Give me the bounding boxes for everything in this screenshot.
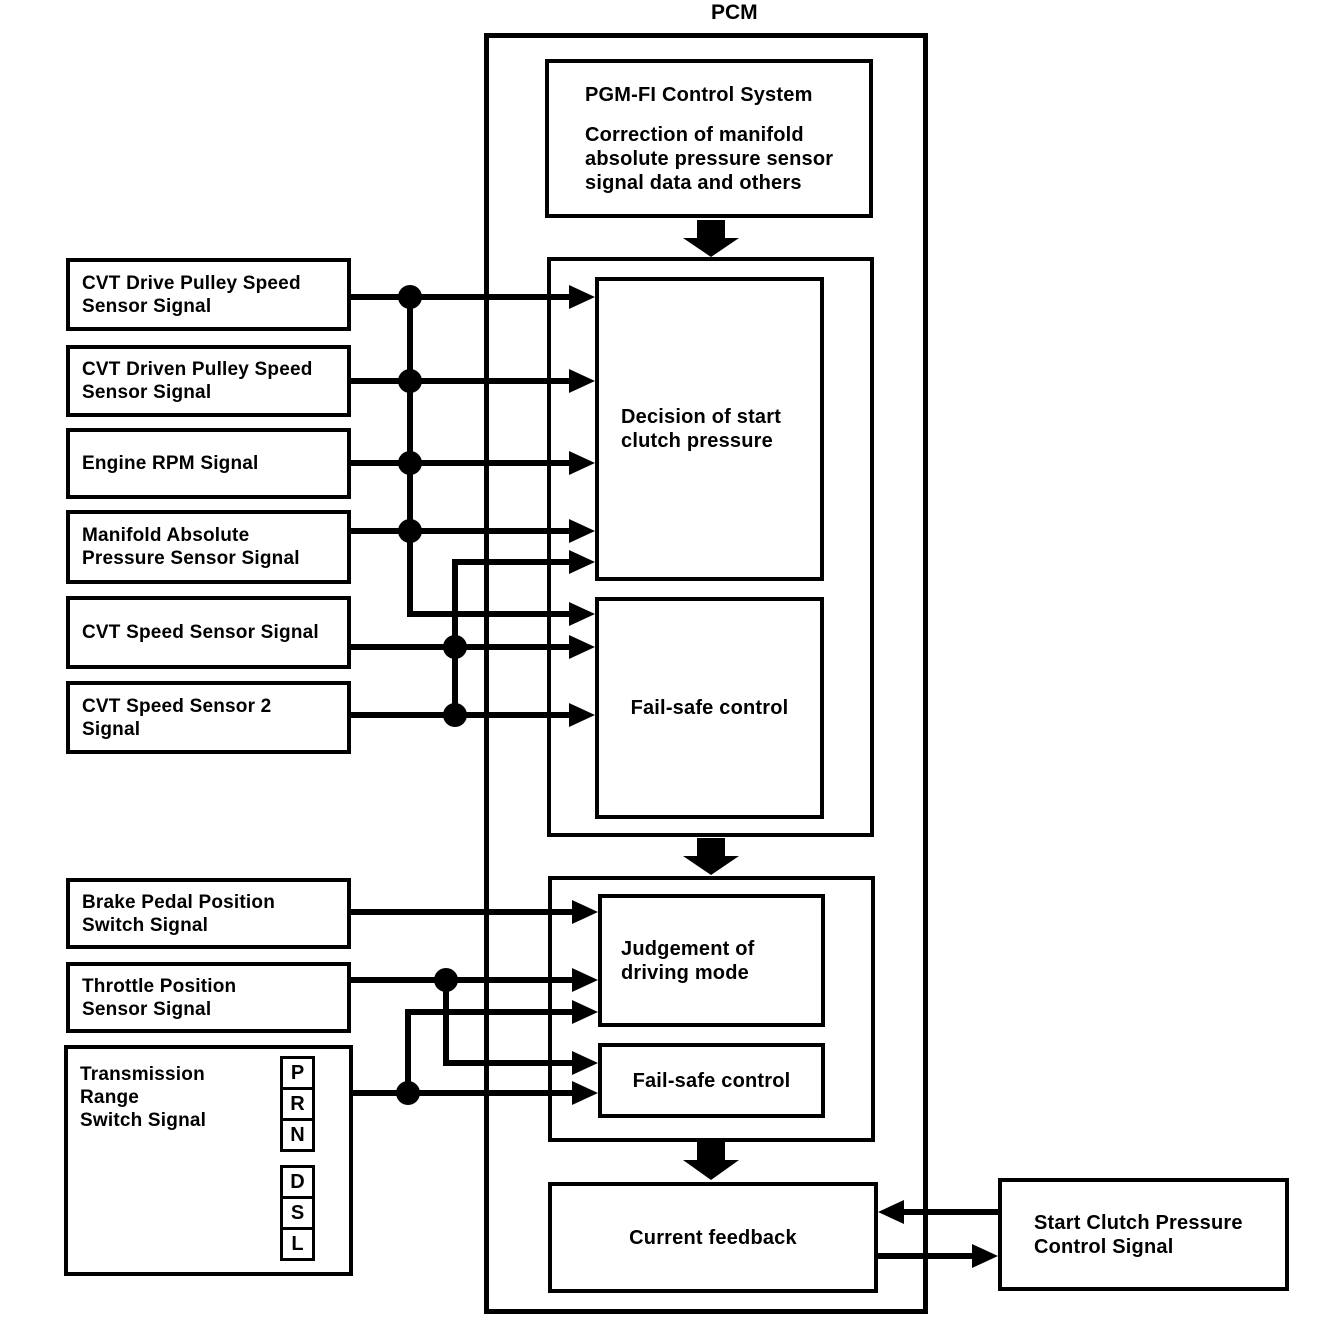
input-box-cvt-driven-pulley: CVT Driven Pulley Speed Sensor Signal [66,345,351,417]
input-label-brake-pedal: Brake Pedal Position Switch Signal [82,891,276,936]
input-label-transmission-range: Transmission Range Switch Signal [80,1064,207,1131]
pgmfi-title: PGM-FI Control System [585,84,813,106]
input-box-map-sensor: Manifold Absolute Pressure Sensor Signal [66,510,351,584]
pgmfi-control-box: PGM-FI Control System Correction of mani… [545,59,873,218]
input-label-map-sensor: Manifold Absolute Pressure Sensor Signal [82,525,300,569]
range-position-r: R [280,1087,315,1121]
start-clutch-pressure-signal-label: Start Clutch Pressure Control Signal [1034,1211,1243,1258]
failsafe-mid-box: Fail-safe control [598,1043,825,1118]
input-label-engine-rpm: Engine RPM Signal [82,453,259,474]
range-position-l: L [280,1227,315,1261]
junction-dot [396,1081,420,1105]
range-position-p: P [280,1056,315,1090]
junction-dot [398,451,422,475]
junction-dot [398,519,422,543]
failsafe-mid-label: Fail-safe control [632,1069,791,1092]
range-position-s: S [280,1196,315,1230]
failsafe-top-box: Fail-safe control [595,597,824,819]
input-box-brake-pedal: Brake Pedal Position Switch Signal [66,878,351,949]
failsafe-top-label: Fail-safe control [630,697,789,719]
junction-dot [434,968,458,992]
pcm-title: PCM [711,1,758,24]
pcm-boundary-box [484,33,928,1314]
junction-dot [398,369,422,393]
input-label-cvt-speed-sensor-2: CVT Speed Sensor 2 Signal [82,695,272,740]
judgement-box: Judgement of driving mode [598,894,825,1027]
junction-dot [443,635,467,659]
input-box-engine-rpm: Engine RPM Signal [66,428,351,499]
junction-dot [443,703,467,727]
decision-label: Decision of start clutch pressure [621,406,782,452]
input-label-throttle-position: Throttle Position Sensor Signal [82,975,237,1020]
input-label-cvt-drive-pulley: CVT Drive Pulley Speed Sensor Signal [82,272,301,317]
input-box-cvt-speed-sensor-2: CVT Speed Sensor 2 Signal [66,681,351,754]
decision-box: Decision of start clutch pressure [595,277,824,581]
input-box-cvt-speed-sensor: CVT Speed Sensor Signal [66,596,351,669]
current-feedback-label: Current feedback [629,1226,797,1249]
range-position-d: D [280,1165,315,1199]
arrowhead [972,1244,998,1268]
input-label-cvt-speed-sensor: CVT Speed Sensor Signal [82,622,319,643]
start-clutch-pressure-signal-box: Start Clutch Pressure Control Signal [998,1178,1289,1291]
range-position-n: N [280,1118,315,1152]
pgmfi-body: Correction of manifold absolute pressure… [585,124,834,194]
input-box-cvt-drive-pulley: CVT Drive Pulley Speed Sensor Signal [66,258,351,331]
input-box-throttle-position: Throttle Position Sensor Signal [66,962,351,1033]
input-label-cvt-driven-pulley: CVT Driven Pulley Speed Sensor Signal [82,359,313,403]
judgement-label: Judgement of driving mode [621,937,755,984]
junction-dot [398,285,422,309]
current-feedback-box: Current feedback [548,1182,878,1293]
